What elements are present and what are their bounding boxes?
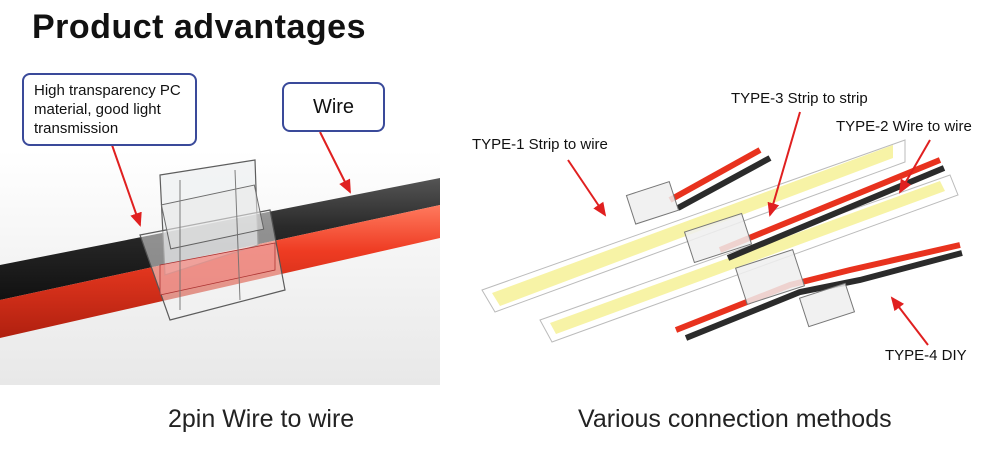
type4-label: TYPE-4 DIY bbox=[885, 347, 967, 364]
type1-arrow bbox=[567, 159, 607, 217]
type4-black-wire bbox=[684, 250, 963, 341]
type2-connector bbox=[734, 249, 806, 305]
wire-connector bbox=[139, 159, 286, 321]
type2-label: TYPE-2 Wire to wire bbox=[836, 118, 972, 135]
type1-connector bbox=[625, 180, 680, 225]
type3-label: TYPE-3 Strip to strip bbox=[731, 90, 868, 107]
type4-connector bbox=[798, 282, 856, 328]
type2-red-wire bbox=[718, 157, 942, 253]
type1-label: TYPE-1 Strip to wire bbox=[472, 136, 608, 153]
type1-black-wire bbox=[676, 155, 772, 211]
type2-arrow bbox=[899, 139, 931, 194]
material-arrow bbox=[111, 144, 142, 227]
page-title: Product advantages bbox=[32, 8, 366, 46]
type3-connector bbox=[683, 212, 753, 264]
type4-red-wire bbox=[674, 242, 961, 333]
wire-callout: Wire bbox=[282, 82, 385, 132]
type1-red-wire bbox=[668, 147, 762, 203]
type3-arrow bbox=[767, 111, 801, 217]
wire-arrow bbox=[319, 131, 351, 194]
led-strip-1 bbox=[481, 139, 906, 313]
material-callout: High transparency PC material, good ligh… bbox=[22, 73, 197, 146]
caption-wire-to-wire: 2pin Wire to wire bbox=[168, 405, 355, 433]
caption-connection-methods: Various connection methods bbox=[578, 405, 892, 433]
type4-arrow bbox=[890, 296, 929, 346]
